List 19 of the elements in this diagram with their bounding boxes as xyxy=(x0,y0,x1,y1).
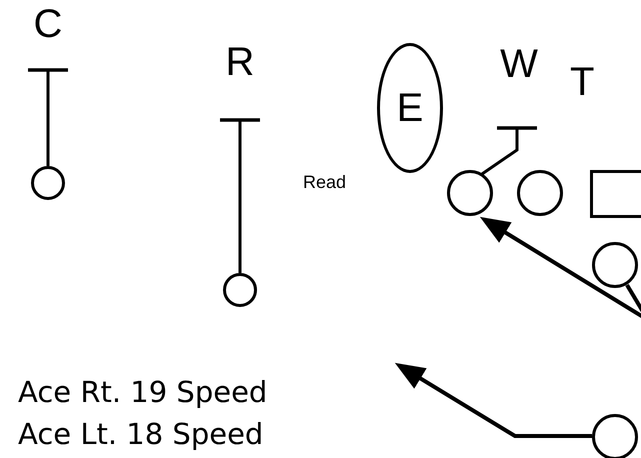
block-line xyxy=(26,68,70,166)
player-circle xyxy=(223,273,257,307)
block-line xyxy=(481,126,539,176)
read-note: Read xyxy=(303,173,346,191)
defender-letter: W xyxy=(497,44,541,128)
play-name: Ace Rt. 19 Speed xyxy=(18,378,268,407)
player-square xyxy=(590,170,641,218)
block-line xyxy=(218,118,262,273)
player-circle xyxy=(592,242,638,288)
player-ellipse: E xyxy=(377,43,443,173)
player-circle xyxy=(592,414,638,458)
player-circle xyxy=(517,170,563,216)
play-name: Ace Lt. 18 Speed xyxy=(18,420,264,449)
route-arrow xyxy=(394,362,592,438)
player-circle xyxy=(31,166,65,200)
defender-letter: T xyxy=(570,62,594,102)
player-circle xyxy=(447,170,493,216)
defender-letter: C xyxy=(30,4,66,70)
defender-letter: R xyxy=(222,42,258,120)
